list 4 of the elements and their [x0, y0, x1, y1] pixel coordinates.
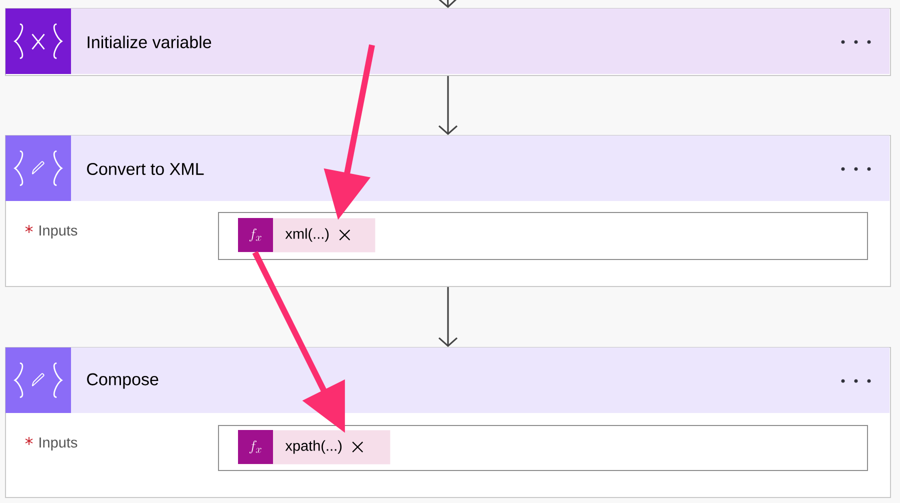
- flow-arrow: [438, 0, 458, 8]
- flow-arrow: [438, 287, 458, 347]
- flow-arrow: [438, 76, 458, 135]
- action-card: Initialize variable: [5, 8, 891, 76]
